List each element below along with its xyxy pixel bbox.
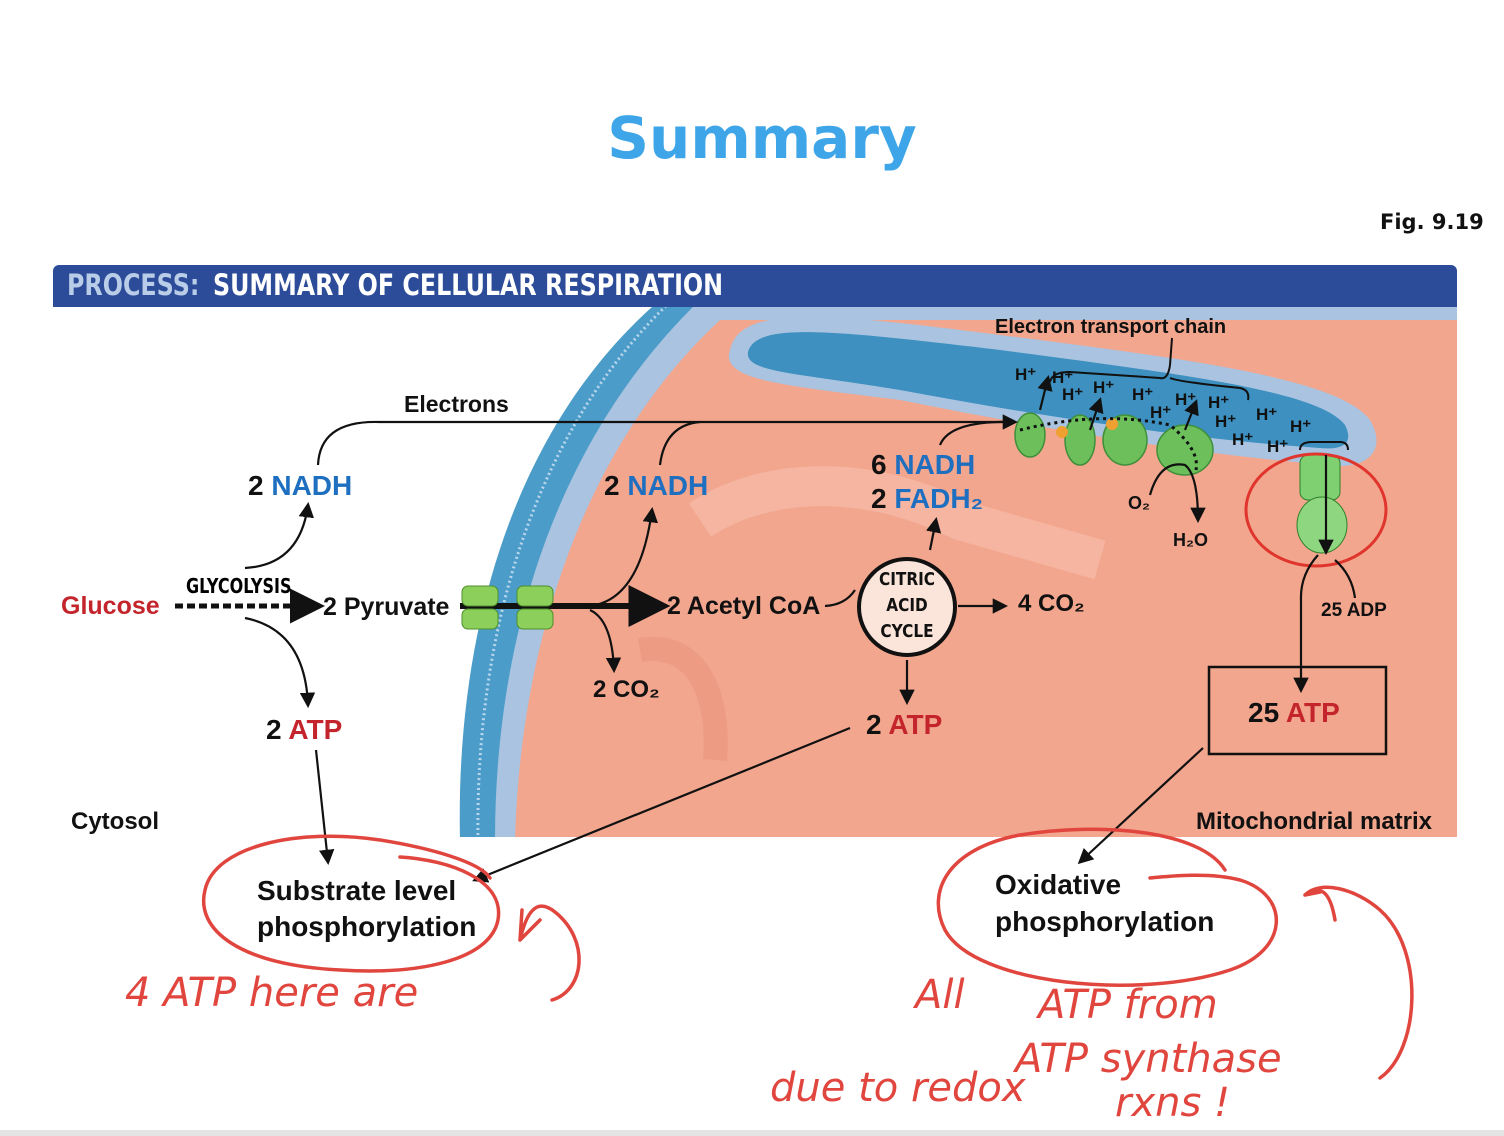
atp-synthase (1296, 454, 1348, 554)
proton-label: H⁺ (1150, 403, 1172, 422)
atp-citric-acid-cycle: 2 ATP (866, 709, 943, 740)
substrate-level-circle (201, 834, 501, 973)
h2o-label: H₂O (1173, 530, 1208, 550)
nadh-glycolysis: 2 NADH (248, 470, 353, 501)
proton-label: H⁺ (1015, 365, 1037, 384)
acetyl-coa-label: 2 Acetyl CoA (667, 592, 821, 620)
electrons-label: Electrons (404, 391, 509, 417)
glycolysis-label: GLYCOLYSIS (186, 574, 292, 598)
citric-acid-cycle-ring (857, 557, 957, 657)
handwritten-note-redox: due to redox (770, 1065, 1026, 1111)
co2-cycle-label: 4 CO₂ (1018, 590, 1085, 617)
header-prefix: PROCESS: (67, 268, 200, 302)
right-curved-arrow (1303, 885, 1414, 1080)
proton-label: H⁺ (1062, 385, 1084, 404)
proton-label: H⁺ (1093, 378, 1115, 397)
proton-label: H⁺ (1208, 393, 1230, 412)
header-title: SUMMARY OF CELLULAR RESPIRATION (213, 268, 724, 302)
slide-title: Summary (607, 104, 917, 172)
bottom-edge (0, 1130, 1504, 1136)
atp-glycolysis: 2 ATP (266, 714, 343, 745)
etc-label: Electron transport chain (995, 316, 1227, 338)
proton-label: H⁺ (1132, 385, 1154, 404)
proton-label: H⁺ (1175, 390, 1197, 409)
handwritten-note-rxns: rxns ! (1115, 1080, 1231, 1126)
o2-label: O₂ (1128, 493, 1150, 513)
adp-label: 25 ADP (1321, 600, 1387, 621)
handwritten-note-left: 4 ATP here are (125, 970, 419, 1016)
pyruvate-label: 2 Pyruvate (323, 593, 450, 621)
handwritten-note-atp-from: ATP from (1038, 982, 1218, 1028)
proton-label: H⁺ (1232, 430, 1254, 449)
cytosol-label: Cytosol (71, 808, 160, 835)
oxidative-circle (936, 827, 1278, 987)
figure-reference: Fig. 9.19 (1380, 210, 1484, 234)
nadh-citric-acid-cycle: 6 NADH (871, 449, 976, 480)
proton-label: H⁺ (1215, 412, 1237, 431)
co2-pyruvate-label: 2 CO₂ (593, 676, 660, 703)
proton-label: H⁺ (1256, 405, 1278, 424)
atp-output-box (1207, 665, 1388, 756)
atp-oxidative: 25 ATP (1248, 697, 1340, 728)
proton-label: H⁺ (1290, 417, 1312, 436)
handwritten-note-atp-synthase: ATP synthase (1015, 1036, 1282, 1082)
glucose-label: Glucose (61, 592, 160, 620)
process-header: PROCESS: SUMMARY OF CELLULAR RESPIRATION (53, 265, 1457, 307)
proton-label: H⁺ (1267, 437, 1289, 456)
matrix-label: Mitochondrial matrix (1196, 808, 1433, 835)
proton-label: H⁺ (1052, 368, 1074, 387)
atp-synthase-highlight-circle (1244, 452, 1388, 568)
fadh2-citric-acid-cycle: 2 FADH₂ (871, 483, 984, 514)
pyruvate-transporters (461, 585, 554, 630)
left-curved-arrow (518, 904, 581, 1002)
nadh-pyruvate-oxidation: 2 NADH (604, 470, 709, 501)
handwritten-note-all: All (915, 972, 965, 1018)
